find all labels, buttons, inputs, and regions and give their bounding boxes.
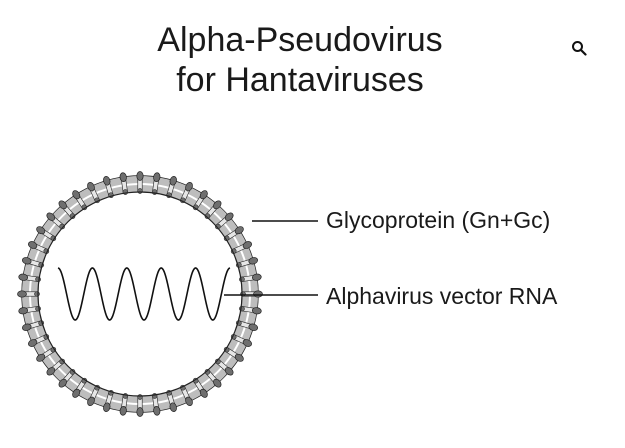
glycoprotein-spike: [240, 290, 263, 298]
envelope-inner-edge: [37, 191, 243, 397]
search-icon: [572, 41, 587, 56]
search-button[interactable]: [568, 37, 590, 59]
glycoprotein-spike: [204, 200, 222, 219]
glycoprotein-spike: [87, 384, 101, 406]
glycoprotein-spike: [28, 241, 50, 255]
glycoprotein-spike: [215, 212, 234, 230]
glycoprotein-spike: [87, 182, 101, 204]
glycoprotein-spike: [136, 394, 144, 417]
rna-strand: [57, 267, 231, 321]
glycoprotein-spike: [46, 212, 65, 230]
glycoprotein-spike: [192, 190, 208, 211]
glycoprotein-spike: [136, 171, 144, 194]
title-line-1: Alpha-Pseudovirus: [157, 21, 443, 59]
virus-particle: [17, 171, 263, 417]
glycoprotein-spike: [192, 377, 208, 398]
glycoprotein-spike: [204, 369, 222, 388]
glycoprotein-spike: [119, 172, 129, 195]
glycoprotein-spike: [18, 305, 41, 315]
glycoprotein-spike: [223, 226, 244, 242]
glycoprotein-spike: [230, 241, 252, 255]
glycoprotein-spike: [17, 290, 40, 298]
glycoprotein-label: Glycoprotein (Gn+Gc): [326, 207, 551, 233]
title-line-2: for Hantaviruses: [176, 61, 424, 99]
glycoprotein-spike: [58, 369, 76, 388]
rna-label: Alphavirus vector RNA: [326, 283, 558, 309]
glycoprotein-spike: [58, 200, 76, 219]
glycoprotein-spike: [28, 333, 50, 347]
glycoprotein-spike: [22, 257, 45, 268]
membrane-band: [22, 176, 258, 412]
diagram-title: Alpha-Pseudovirus for Hantaviruses: [110, 20, 490, 100]
glycoprotein-spike: [215, 358, 234, 376]
glycoprotein-spike: [103, 389, 114, 412]
glycoprotein-spike: [72, 377, 88, 398]
glycoprotein-spike: [166, 389, 177, 412]
